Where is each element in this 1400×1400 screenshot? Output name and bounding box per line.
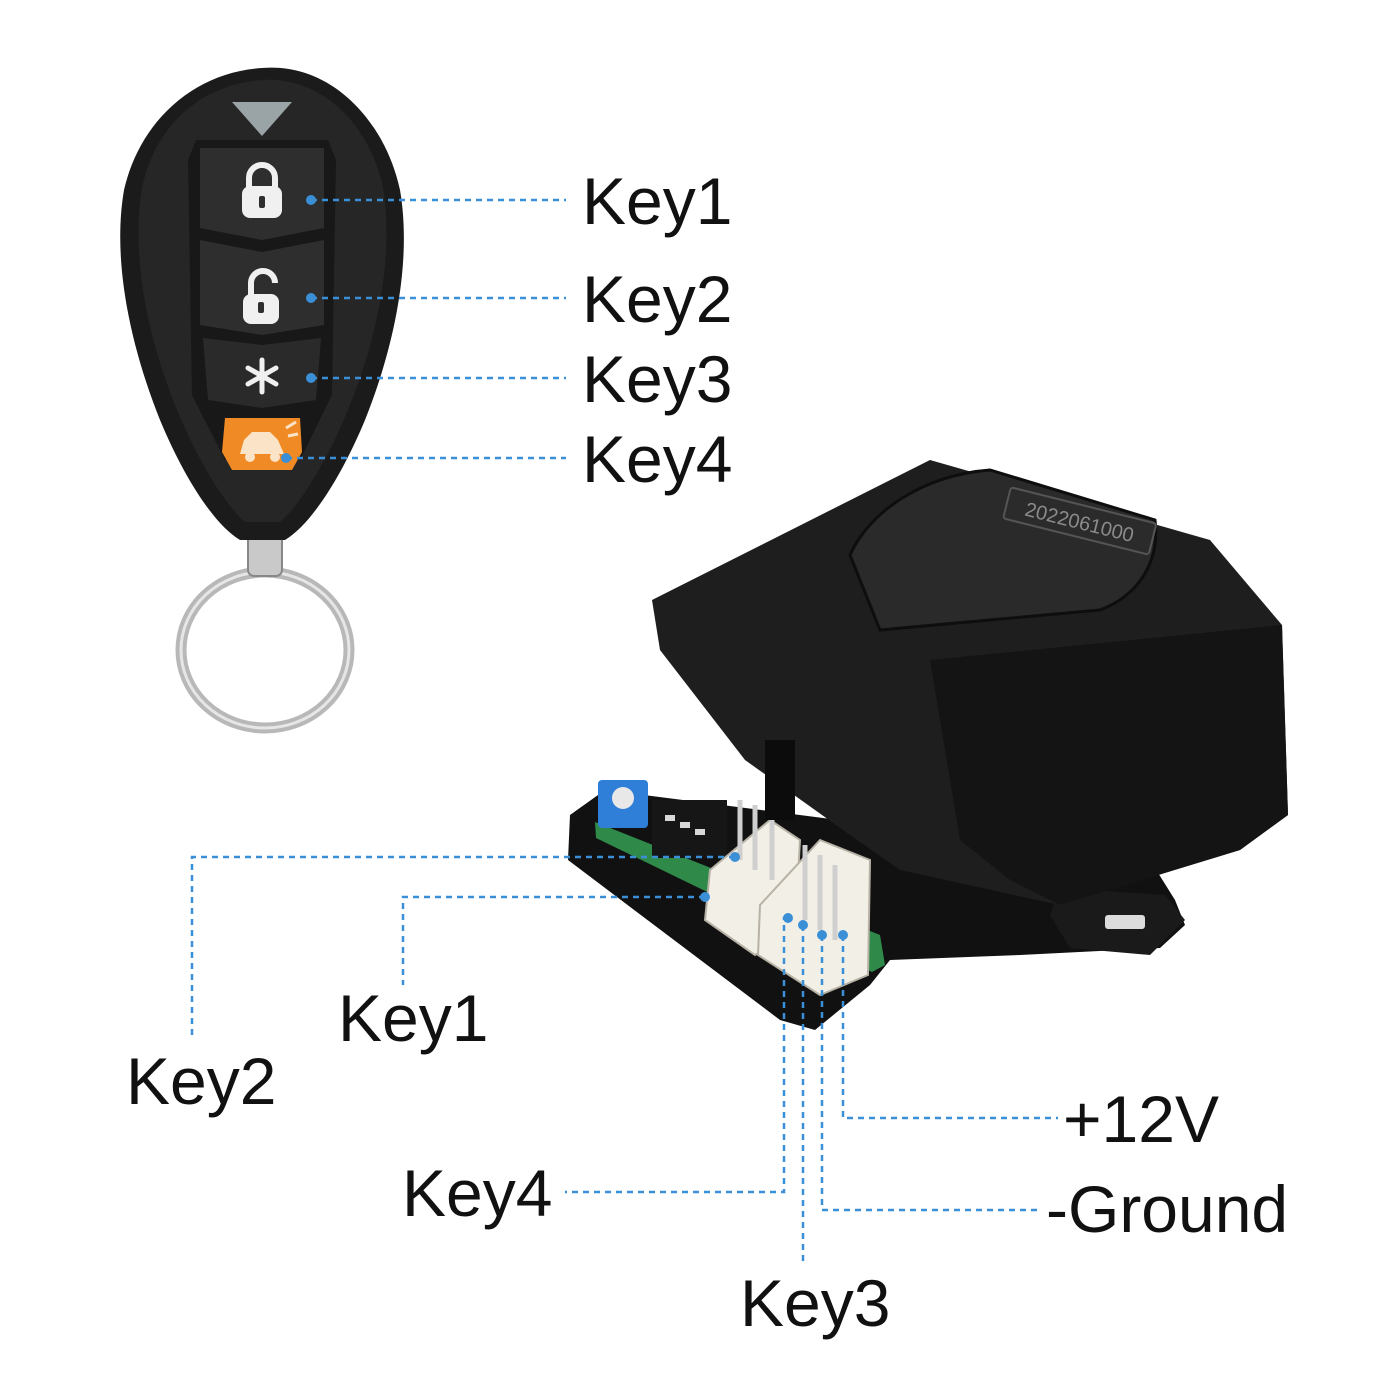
asterisk-icon [245,357,279,395]
wire-label-key2: Key2 [126,1044,277,1118]
car-panic-icon [240,420,299,462]
serial-label-plate [1002,486,1157,556]
receiver-module: 2022061000 [568,460,1288,1030]
fob-leader-lines [286,198,566,460]
remote-fob [120,67,404,734]
fob-button-key2[interactable] [200,240,324,335]
fob-label-key2: Key2 [582,262,733,336]
fob-label-key4: Key4 [582,422,733,496]
fob-label-key1: Key1 [582,164,733,238]
wire-label-key4: Key4 [402,1156,553,1230]
wire-label-key1: Key1 [338,981,489,1055]
lock-open-icon [243,268,279,324]
lock-closed-icon [242,162,282,218]
wire-label-ground: -Ground [1046,1172,1289,1246]
receiver-leader-lines [190,855,1058,1262]
wire-label-key3: Key3 [740,1266,891,1340]
wire-label-power: +12V [1063,1082,1219,1156]
fob-label-key3: Key3 [582,342,733,416]
connector-right [756,838,872,997]
led-indicator [232,102,292,136]
